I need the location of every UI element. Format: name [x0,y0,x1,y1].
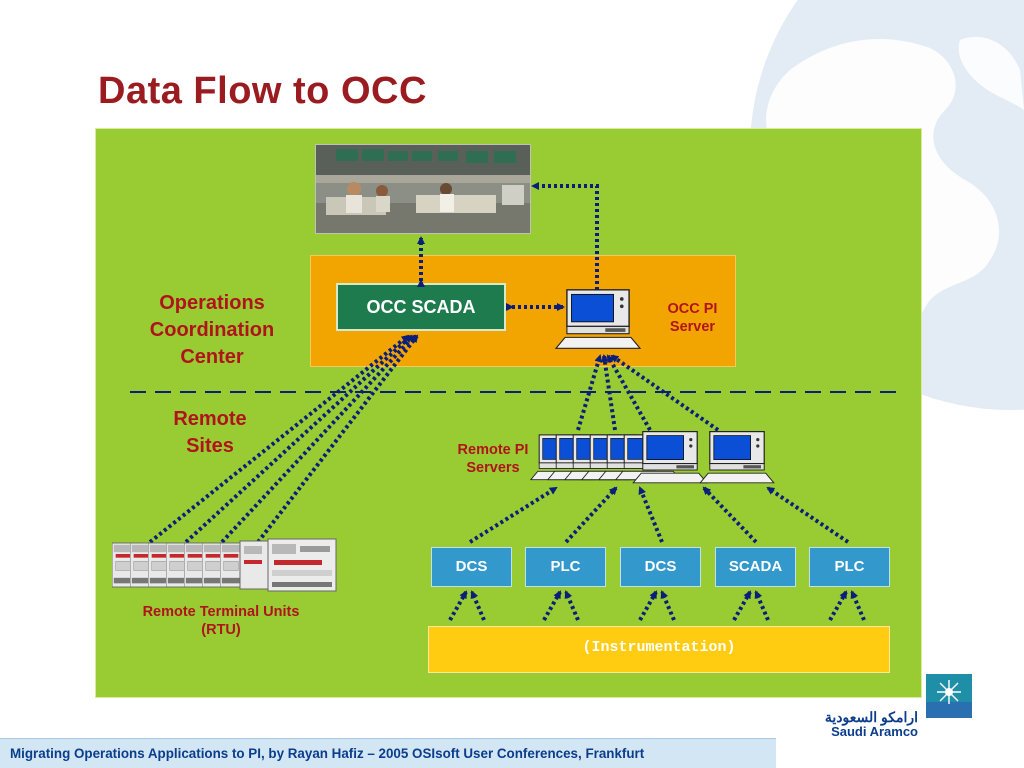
flow-rpi-pi-2 [600,354,617,431]
device-plc-2: PLC [809,547,890,587]
remote-pi-servers-label: Remote PI Servers [457,442,529,476]
remote-pi-servers-icon [530,430,775,484]
device-scada: SCADA [715,547,796,587]
rtu-device-icon [112,538,337,592]
occ-scada-box: OCC SCADA [336,283,506,331]
flow-rtu-scada-1 [148,334,410,544]
device-plc-1: PLC [525,547,606,587]
remote-sites-label: Remote Sites [173,408,247,457]
rtu-label: Remote Terminal Units (RTU) [142,604,300,638]
flow-dev-rpi-3 [638,486,664,543]
flow-dev-rpi-2 [564,486,618,544]
flow-dev-rpi-1 [468,486,558,544]
footer-text: Migrating Operations Applications to PI,… [10,746,645,761]
flow-pi-photo [531,182,599,290]
occ-pi-server-label: OCC PI Server [667,301,718,335]
page-title: Data Flow to OCC [98,70,427,112]
footer-bar: Migrating Operations Applications to PI,… [0,738,776,768]
occ-pi-server-icon [555,289,641,350]
flow-dev-rpi-5 [766,486,850,544]
saudi-aramco-logo-icon [926,674,972,718]
flow-rtu-scada-3 [220,334,416,544]
saudi-aramco-wordmark: ارامكو السعودية Saudi Aramco [824,709,918,739]
flow-rtu-scada-4 [256,334,419,544]
flow-rpi-pi-3 [606,354,652,431]
flow-rtu-scada-2 [184,334,413,544]
device-dcs-1: DCS [431,547,512,587]
occ-center-label: Operations Coordination Center [149,292,275,368]
flow-rpi-pi-1 [576,354,603,431]
device-dcs-2: DCS [620,547,701,587]
control-room-photo [315,144,531,234]
instrumentation-box: (Instrumentation) [428,626,890,673]
flow-dev-rpi-4 [702,486,758,544]
